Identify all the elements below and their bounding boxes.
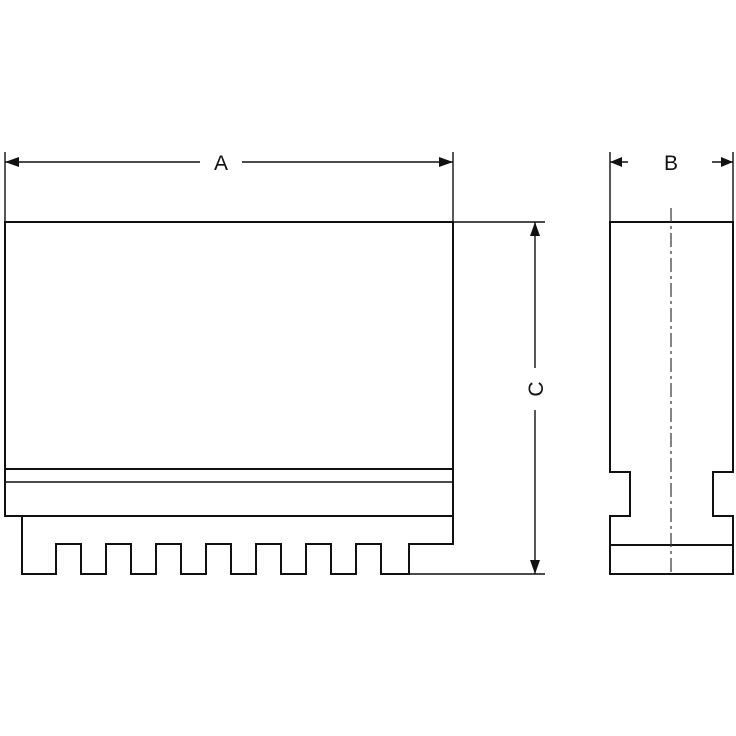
dimension-b: B: [609, 152, 734, 222]
dimension-a: A: [4, 152, 454, 222]
front-view: [4, 221, 454, 575]
side-view-profile: [609, 221, 734, 575]
front-view-upper-body: [4, 221, 454, 517]
dimension-c-arrow-top: [530, 222, 540, 236]
dimension-a-arrow-left: [5, 157, 19, 167]
dimension-b-arrow-left: [610, 157, 622, 167]
dimension-a-label: A: [214, 152, 228, 175]
front-view-serrated-base: [21, 516, 454, 575]
dimension-b-label: B: [664, 152, 678, 175]
side-view: [609, 208, 734, 575]
dimension-b-arrow-right: [721, 157, 733, 167]
dimension-a-arrow-right: [439, 157, 453, 167]
dimension-c: C: [409, 221, 548, 575]
dimension-c-label: C: [525, 381, 548, 396]
dimension-c-arrow-bottom: [530, 560, 540, 574]
